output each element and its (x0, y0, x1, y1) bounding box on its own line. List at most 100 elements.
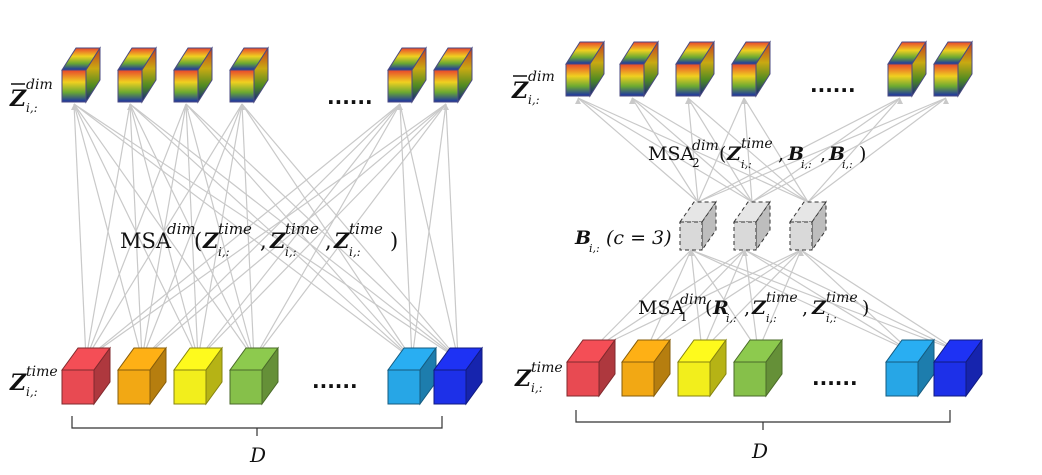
left-attention-edge (185, 103, 459, 360)
svg-text:i,:: i,: (531, 381, 543, 395)
svg-text:B: B (787, 143, 804, 165)
svg-text:B: B (828, 143, 845, 165)
svg-text:time: time (741, 136, 773, 152)
svg-text:Z: Z (333, 228, 350, 253)
svg-text:i,:: i,: (826, 312, 837, 325)
svg-text:): ) (859, 143, 866, 165)
left-attention-edge (185, 103, 255, 360)
left-attention-edge (129, 103, 255, 360)
left-attention-edge (185, 103, 413, 360)
left-attention-edge (399, 103, 413, 360)
left-attention-edge (73, 103, 255, 360)
svg-text:(: ( (705, 297, 712, 319)
left-attention-edge (241, 103, 413, 360)
svg-text:i,:: i,: (766, 312, 777, 325)
svg-text:,: , (778, 143, 784, 165)
edge-arrowhead (685, 98, 691, 104)
svg-text:,: , (802, 297, 808, 319)
left-attention-edge (241, 103, 255, 360)
right-bottom-cube-6 (933, 338, 983, 398)
right-bottom-cube-5 (885, 338, 935, 398)
left-attention-edge (73, 103, 199, 360)
right-bottom-label: Z time i,: (514, 360, 563, 395)
right-top-cube-4 (731, 40, 771, 98)
left-top-ellipsis: ...... (327, 85, 373, 109)
svg-text:,: , (260, 229, 267, 253)
router-cube-2 (733, 200, 771, 252)
svg-text:dim: dim (167, 220, 196, 238)
left-attention-edge (241, 103, 459, 360)
svg-text:i,:: i,: (26, 385, 38, 399)
svg-text:MSA: MSA (638, 297, 684, 319)
svg-text:i,:: i,: (285, 245, 297, 259)
svg-text:time: time (218, 220, 252, 238)
left-bottom-label: Z time i,: (9, 364, 58, 399)
svg-text:Z: Z (9, 370, 27, 396)
router-label: B i,: (c = 3) (574, 227, 672, 255)
left-bottom-cube-1 (61, 346, 111, 406)
right-msa2-formula: MSA dim 2 ( Z time i,: , B i,: , B i,: ) (648, 136, 866, 171)
svg-text:i,:: i,: (726, 312, 737, 325)
svg-text:Z: Z (514, 366, 532, 392)
edge-arrowhead (742, 250, 748, 256)
svg-text:i,:: i,: (801, 158, 812, 171)
right-lower-edge (744, 249, 959, 352)
svg-text:): ) (390, 229, 398, 253)
left-brace: D (71, 416, 443, 467)
svg-text:dim: dim (26, 77, 53, 93)
left-attention-edge (129, 103, 413, 360)
svg-text:,: , (325, 229, 332, 253)
right-lower-edge (690, 249, 703, 352)
left-attention-edge (73, 103, 413, 360)
left-bottom-cube-2 (117, 346, 167, 406)
right-lower-edge (701, 249, 746, 352)
left-bottom-cube-5 (387, 346, 437, 406)
edge-arrowhead (239, 104, 245, 110)
edge-arrowhead (688, 250, 694, 256)
svg-text:dim: dim (692, 138, 719, 154)
svg-text:time: time (349, 220, 383, 238)
svg-text:B: B (574, 227, 591, 249)
right-upper-edge (577, 97, 809, 203)
svg-text:1: 1 (680, 310, 688, 324)
left-attention-edge (445, 103, 459, 360)
svg-text:time: time (766, 290, 798, 306)
right-lower-edge (800, 249, 959, 352)
svg-text:): ) (862, 297, 869, 319)
left-bottom-cube-4 (229, 346, 279, 406)
right-top-cube-1 (565, 40, 605, 98)
edge-arrowhead (741, 98, 747, 104)
right-bottom-cube-3 (677, 338, 727, 398)
svg-text:Z: Z (269, 228, 286, 253)
svg-text:Z: Z (726, 143, 742, 165)
right-top-cube-2 (619, 40, 659, 98)
edge-arrowhead (575, 98, 581, 104)
svg-text:MSA: MSA (648, 143, 694, 165)
svg-text:Z: Z (9, 86, 27, 112)
edge-arrowhead (443, 104, 449, 110)
left-bottom-cube-3 (173, 346, 223, 406)
right-lower-edge (800, 249, 911, 352)
svg-text:time: time (285, 220, 319, 238)
left-attention-edge (73, 103, 143, 360)
edge-arrowhead (629, 98, 635, 104)
right-upper-edge (697, 97, 947, 203)
svg-text:D: D (249, 443, 266, 467)
left-top-cube-6 (433, 46, 473, 104)
left-top-cube-2 (117, 46, 157, 104)
svg-text:i,:: i,: (842, 158, 853, 171)
svg-text:Z: Z (751, 297, 767, 319)
svg-text:Z: Z (511, 78, 529, 104)
edge-arrowhead (897, 98, 903, 104)
attention-edges (71, 97, 959, 360)
svg-text:i,:: i,: (218, 245, 230, 259)
svg-text:time: time (531, 360, 563, 376)
svg-text:,: , (744, 297, 750, 319)
svg-text:i,:: i,: (528, 93, 540, 107)
svg-text:,: , (820, 143, 826, 165)
svg-text:(: ( (719, 143, 726, 165)
right-upper-edge (743, 97, 809, 203)
left-msa-formula: MSA dim ( Z time i,: , Z time i,: , Z ti… (120, 220, 398, 259)
right-upper-edge (751, 97, 901, 203)
